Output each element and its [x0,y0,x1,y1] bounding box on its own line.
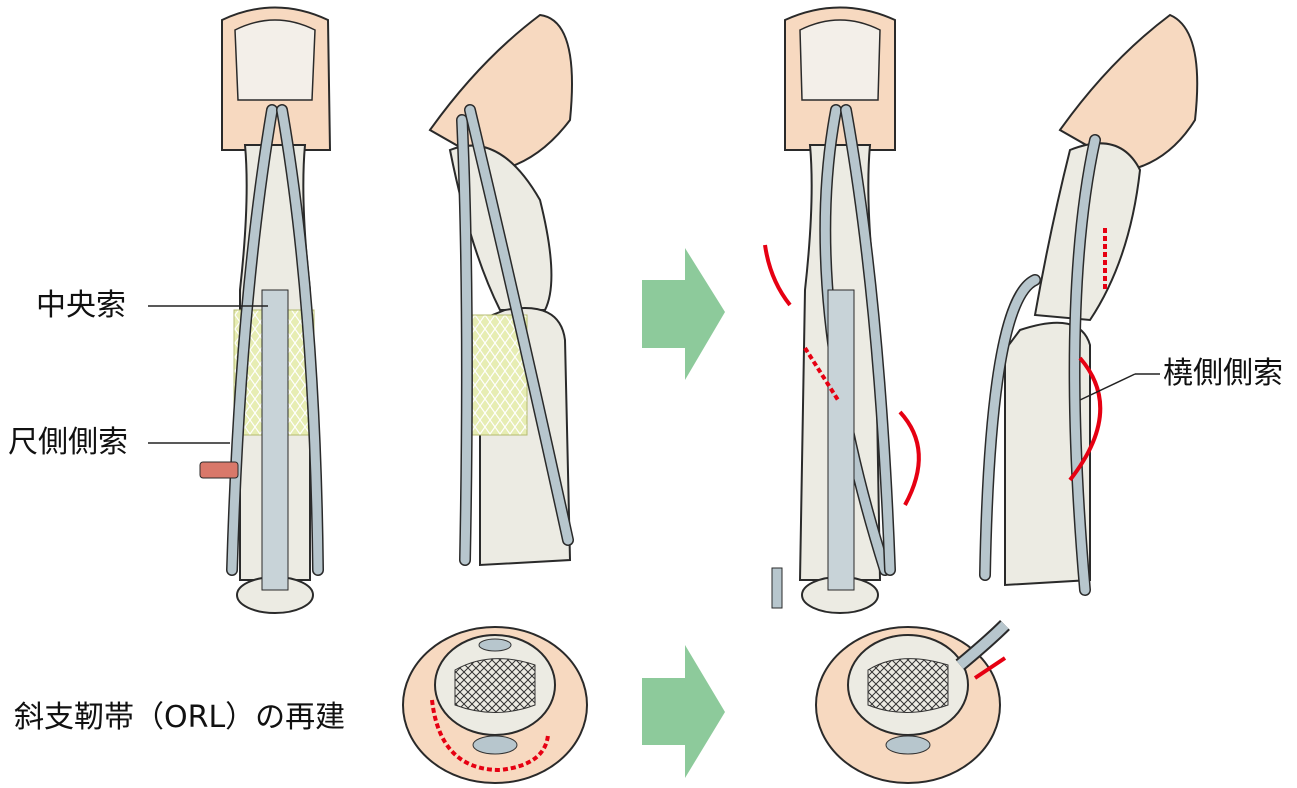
label-ulnar-lateral-band: 尺側側索 [8,425,128,460]
arrow-right-icon [642,645,725,778]
label-radial-lateral-band: 橈側側索 [1163,356,1283,391]
cross-section-before [402,626,588,784]
finger-lateral-before [428,13,574,567]
arrow-right-icon [642,248,725,380]
cross-section-after [815,620,1010,784]
finger-dorsal-after [763,6,921,614]
label-central-slip: 中央索 [36,288,126,323]
finger-lateral-after [979,13,1199,596]
label-orl-reconstruction: 斜支靭帯（ORL）の再建 [14,700,346,735]
finger-dorsal-before [199,6,332,614]
